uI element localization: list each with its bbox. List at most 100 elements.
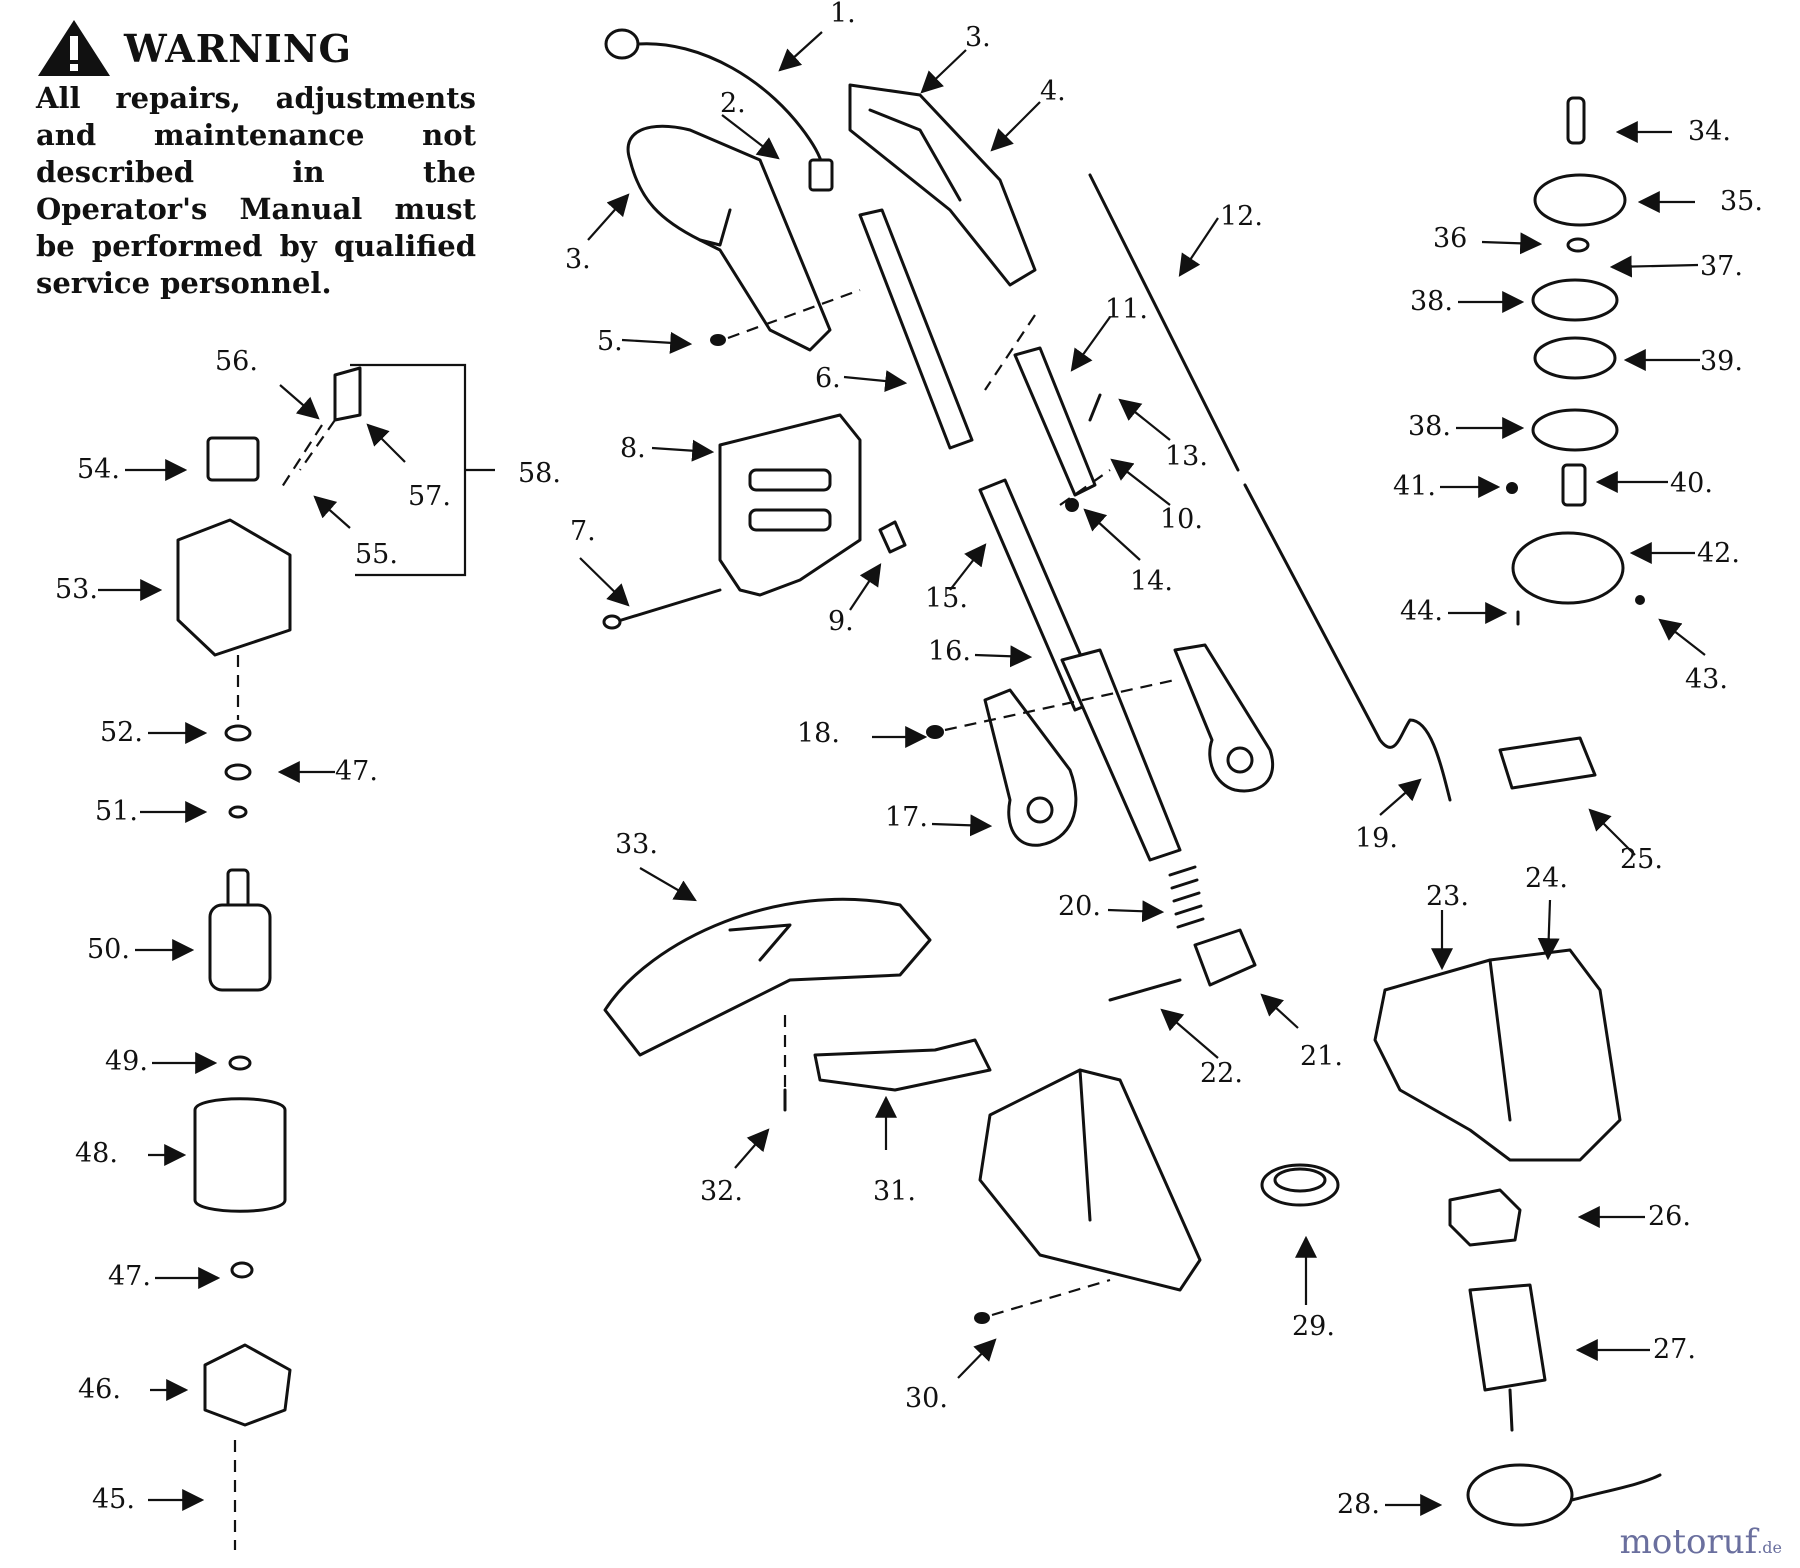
part-collar-21 <box>1193 928 1257 987</box>
part-pin-22 <box>1108 978 1182 1002</box>
part-armature-27 <box>1468 1283 1547 1432</box>
callout-21: 21. <box>1300 1041 1343 1072</box>
watermark-logo: motoruf.de <box>1620 1522 1782 1562</box>
callout-37: 37. <box>1700 251 1743 282</box>
callout-51: 51. <box>95 796 138 827</box>
assembly-line-switch <box>984 314 1036 391</box>
part-spring-20 <box>1168 865 1205 929</box>
callout-8: 8. <box>620 433 646 464</box>
part-screw-18 <box>926 678 1176 739</box>
part-switch-11 <box>1013 346 1097 497</box>
part-clamp-half-right <box>1173 643 1275 793</box>
callout-7: 7. <box>570 516 596 547</box>
callout-10: 10. <box>1160 504 1203 535</box>
callout-28: 28. <box>1337 1489 1380 1520</box>
watermark-suffix: .de <box>1757 1538 1782 1557</box>
callout-labels: 1. 2. 3. 3. 4. 5. 6. 7. 8. 9. 10. 11. 12… <box>55 0 1763 1520</box>
callout-13: 13. <box>1165 441 1208 472</box>
callout-56: 56. <box>215 346 258 377</box>
part-motor-stack-left <box>176 436 292 1550</box>
callout-32: 32. <box>700 1176 743 1207</box>
callout-2: 2. <box>720 88 746 119</box>
callout-9: 9. <box>828 606 854 637</box>
callout-39: 39. <box>1700 346 1743 377</box>
callout-25: 25. <box>1620 844 1663 875</box>
callout-16: 16. <box>928 636 971 667</box>
callout-36: 36 <box>1433 223 1467 254</box>
callout-24: 24. <box>1525 863 1568 894</box>
part-handle-half-right-4 <box>848 83 1037 287</box>
callout-29: 29. <box>1292 1311 1335 1342</box>
callout-20: 20. <box>1058 891 1101 922</box>
callout-43: 43. <box>1685 664 1728 695</box>
callout-55: 55. <box>355 539 398 570</box>
warning-text: All repairs, adjustments and maintenance… <box>36 81 476 300</box>
callout-34: 34. <box>1688 116 1731 147</box>
part-nut-14 <box>1065 498 1079 512</box>
callout-17: 17. <box>885 802 928 833</box>
part-assist-handle-8 <box>718 413 862 597</box>
callout-14: 14. <box>1130 566 1173 597</box>
callout-58: 58. <box>518 458 561 489</box>
callout-3-left: 3. <box>565 244 591 275</box>
assembly-line-nut <box>1059 469 1111 506</box>
part-power-cord-1 <box>604 28 834 192</box>
watermark-main: motoruf <box>1619 1522 1758 1562</box>
callout-6: 6. <box>815 363 841 394</box>
callout-18: 18. <box>797 718 840 749</box>
callout-52: 52. <box>100 717 143 748</box>
callout-31: 31. <box>873 1176 916 1207</box>
part-fan-28 <box>1466 1463 1662 1527</box>
callout-40: 40. <box>1670 468 1713 499</box>
part-upper-tube-6 <box>858 208 974 450</box>
callout-19: 19. <box>1355 823 1398 854</box>
callout-44: 44. <box>1400 596 1443 627</box>
part-label-25 <box>1498 736 1597 790</box>
part-motor-housing-23-24 <box>1373 948 1622 1162</box>
callout-54: 54. <box>77 454 120 485</box>
callout-45: 45. <box>92 1484 135 1515</box>
callout-5: 5. <box>597 326 623 357</box>
part-guard-33 <box>603 897 932 1057</box>
callout-47-top: 47. <box>335 756 378 787</box>
callout-53: 53. <box>55 574 98 605</box>
callout-30: 30. <box>905 1383 948 1414</box>
part-tube-sleeve-16 <box>1060 648 1182 862</box>
part-bearing-29 <box>1260 1163 1340 1207</box>
callout-38-bottom: 38. <box>1408 411 1451 442</box>
callout-26: 26. <box>1648 1201 1691 1232</box>
part-trigger-cable-12 <box>1088 173 1452 802</box>
part-switch-assembly-56-57 <box>279 366 362 491</box>
leader-arrows <box>98 31 1706 1516</box>
callout-23: 23. <box>1426 881 1469 912</box>
callout-11: 11. <box>1105 294 1148 325</box>
part-nut-26 <box>1448 1188 1522 1247</box>
callout-15: 15. <box>925 583 968 614</box>
part-knob-9 <box>878 520 907 554</box>
part-spool-stack <box>1506 96 1645 626</box>
callout-41: 41. <box>1393 471 1436 502</box>
callout-38-top: 38. <box>1410 286 1453 317</box>
callout-48: 48. <box>75 1138 118 1169</box>
callout-49: 49. <box>105 1046 148 1077</box>
callout-12: 12. <box>1220 201 1263 232</box>
callout-47-bottom: 47. <box>108 1261 151 1292</box>
part-motor-housing-half-left <box>978 1068 1202 1292</box>
callout-3-right: 3. <box>965 22 991 53</box>
warning-title: WARNING <box>124 25 353 71</box>
callout-4: 4. <box>1040 76 1066 107</box>
callout-50: 50. <box>87 934 130 965</box>
callout-35: 35. <box>1720 186 1763 217</box>
callout-27: 27. <box>1653 1334 1696 1365</box>
callout-1: 1. <box>830 0 856 29</box>
group-bracket-58 <box>350 363 495 577</box>
part-handle-half-left-3 <box>626 124 832 352</box>
part-screw-30 <box>974 1278 1111 1324</box>
part-screw-5 <box>710 288 861 346</box>
warning-header: WARNING <box>36 18 476 78</box>
part-screw-13 <box>1088 393 1102 422</box>
part-spacer-screw-7 <box>602 588 722 630</box>
callout-46: 46. <box>78 1374 121 1405</box>
callout-33: 33. <box>615 829 658 860</box>
